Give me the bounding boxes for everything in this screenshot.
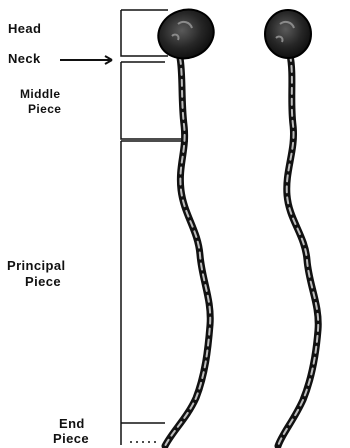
label-end-piece-line1: End bbox=[59, 416, 85, 431]
neck-arrow bbox=[60, 56, 112, 64]
label-neck: Neck bbox=[8, 51, 41, 66]
label-middle-piece-line2: Piece bbox=[28, 102, 61, 116]
sperm-right bbox=[265, 10, 318, 446]
label-principal-piece-line2: Piece bbox=[25, 274, 61, 289]
bracket-middle-piece bbox=[121, 62, 188, 139]
label-principal-piece-line1: Principal bbox=[7, 258, 66, 273]
sperm-right-head bbox=[265, 10, 311, 58]
sperm-right-tail bbox=[278, 55, 318, 446]
sperm-left-tail bbox=[165, 58, 210, 446]
label-end-piece-line2: Piece bbox=[53, 431, 89, 446]
sperm-left bbox=[152, 3, 220, 446]
segment-brackets bbox=[121, 10, 188, 445]
label-middle-piece-line1: Middle bbox=[20, 87, 60, 101]
label-head: Head bbox=[8, 21, 41, 36]
